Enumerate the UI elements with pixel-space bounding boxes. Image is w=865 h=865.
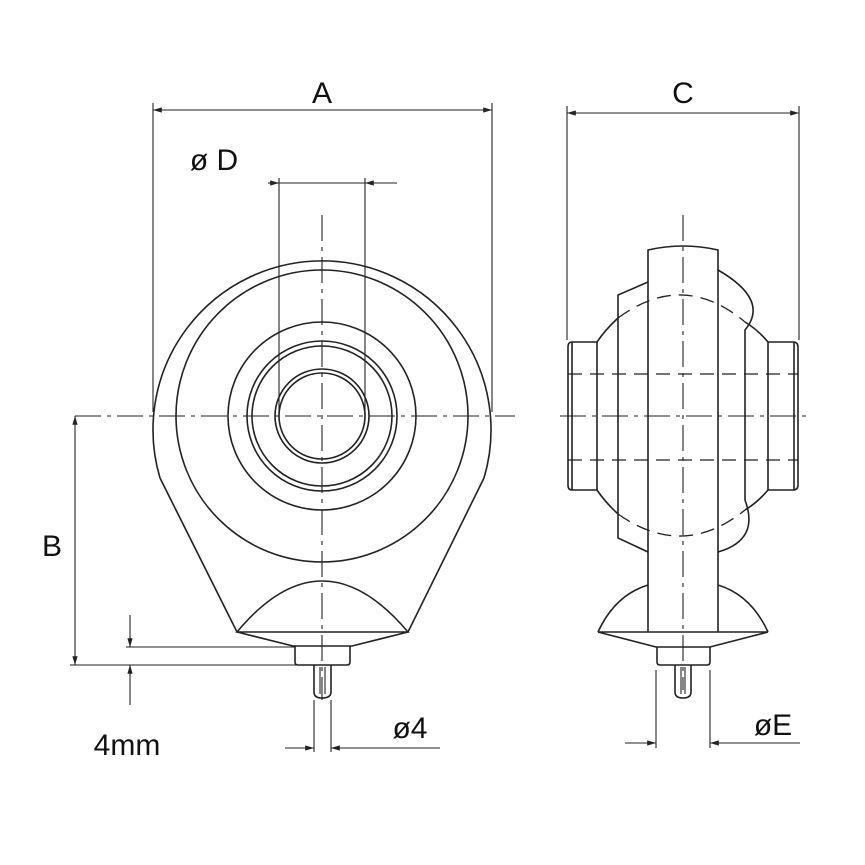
label-e: øE (754, 709, 792, 742)
dimension-4mm (126, 615, 295, 705)
dimension-a (152, 103, 493, 412)
label-a: A (312, 77, 332, 110)
side-pin (674, 665, 692, 699)
label-4mm: 4mm (94, 729, 161, 762)
label-d: ø D (190, 144, 238, 177)
plate (647, 245, 719, 632)
dimension-e (625, 670, 800, 748)
dimension-d (268, 178, 397, 414)
dimension-c (566, 106, 800, 340)
label-pin-diameter: ø4 (392, 712, 427, 745)
dimension-b (70, 416, 300, 666)
label-c: C (672, 77, 694, 110)
label-b: B (42, 530, 62, 563)
left-hub (567, 341, 598, 491)
dimension-pin-diameter (285, 700, 440, 752)
front-view (75, 215, 515, 700)
side-view (560, 215, 810, 699)
